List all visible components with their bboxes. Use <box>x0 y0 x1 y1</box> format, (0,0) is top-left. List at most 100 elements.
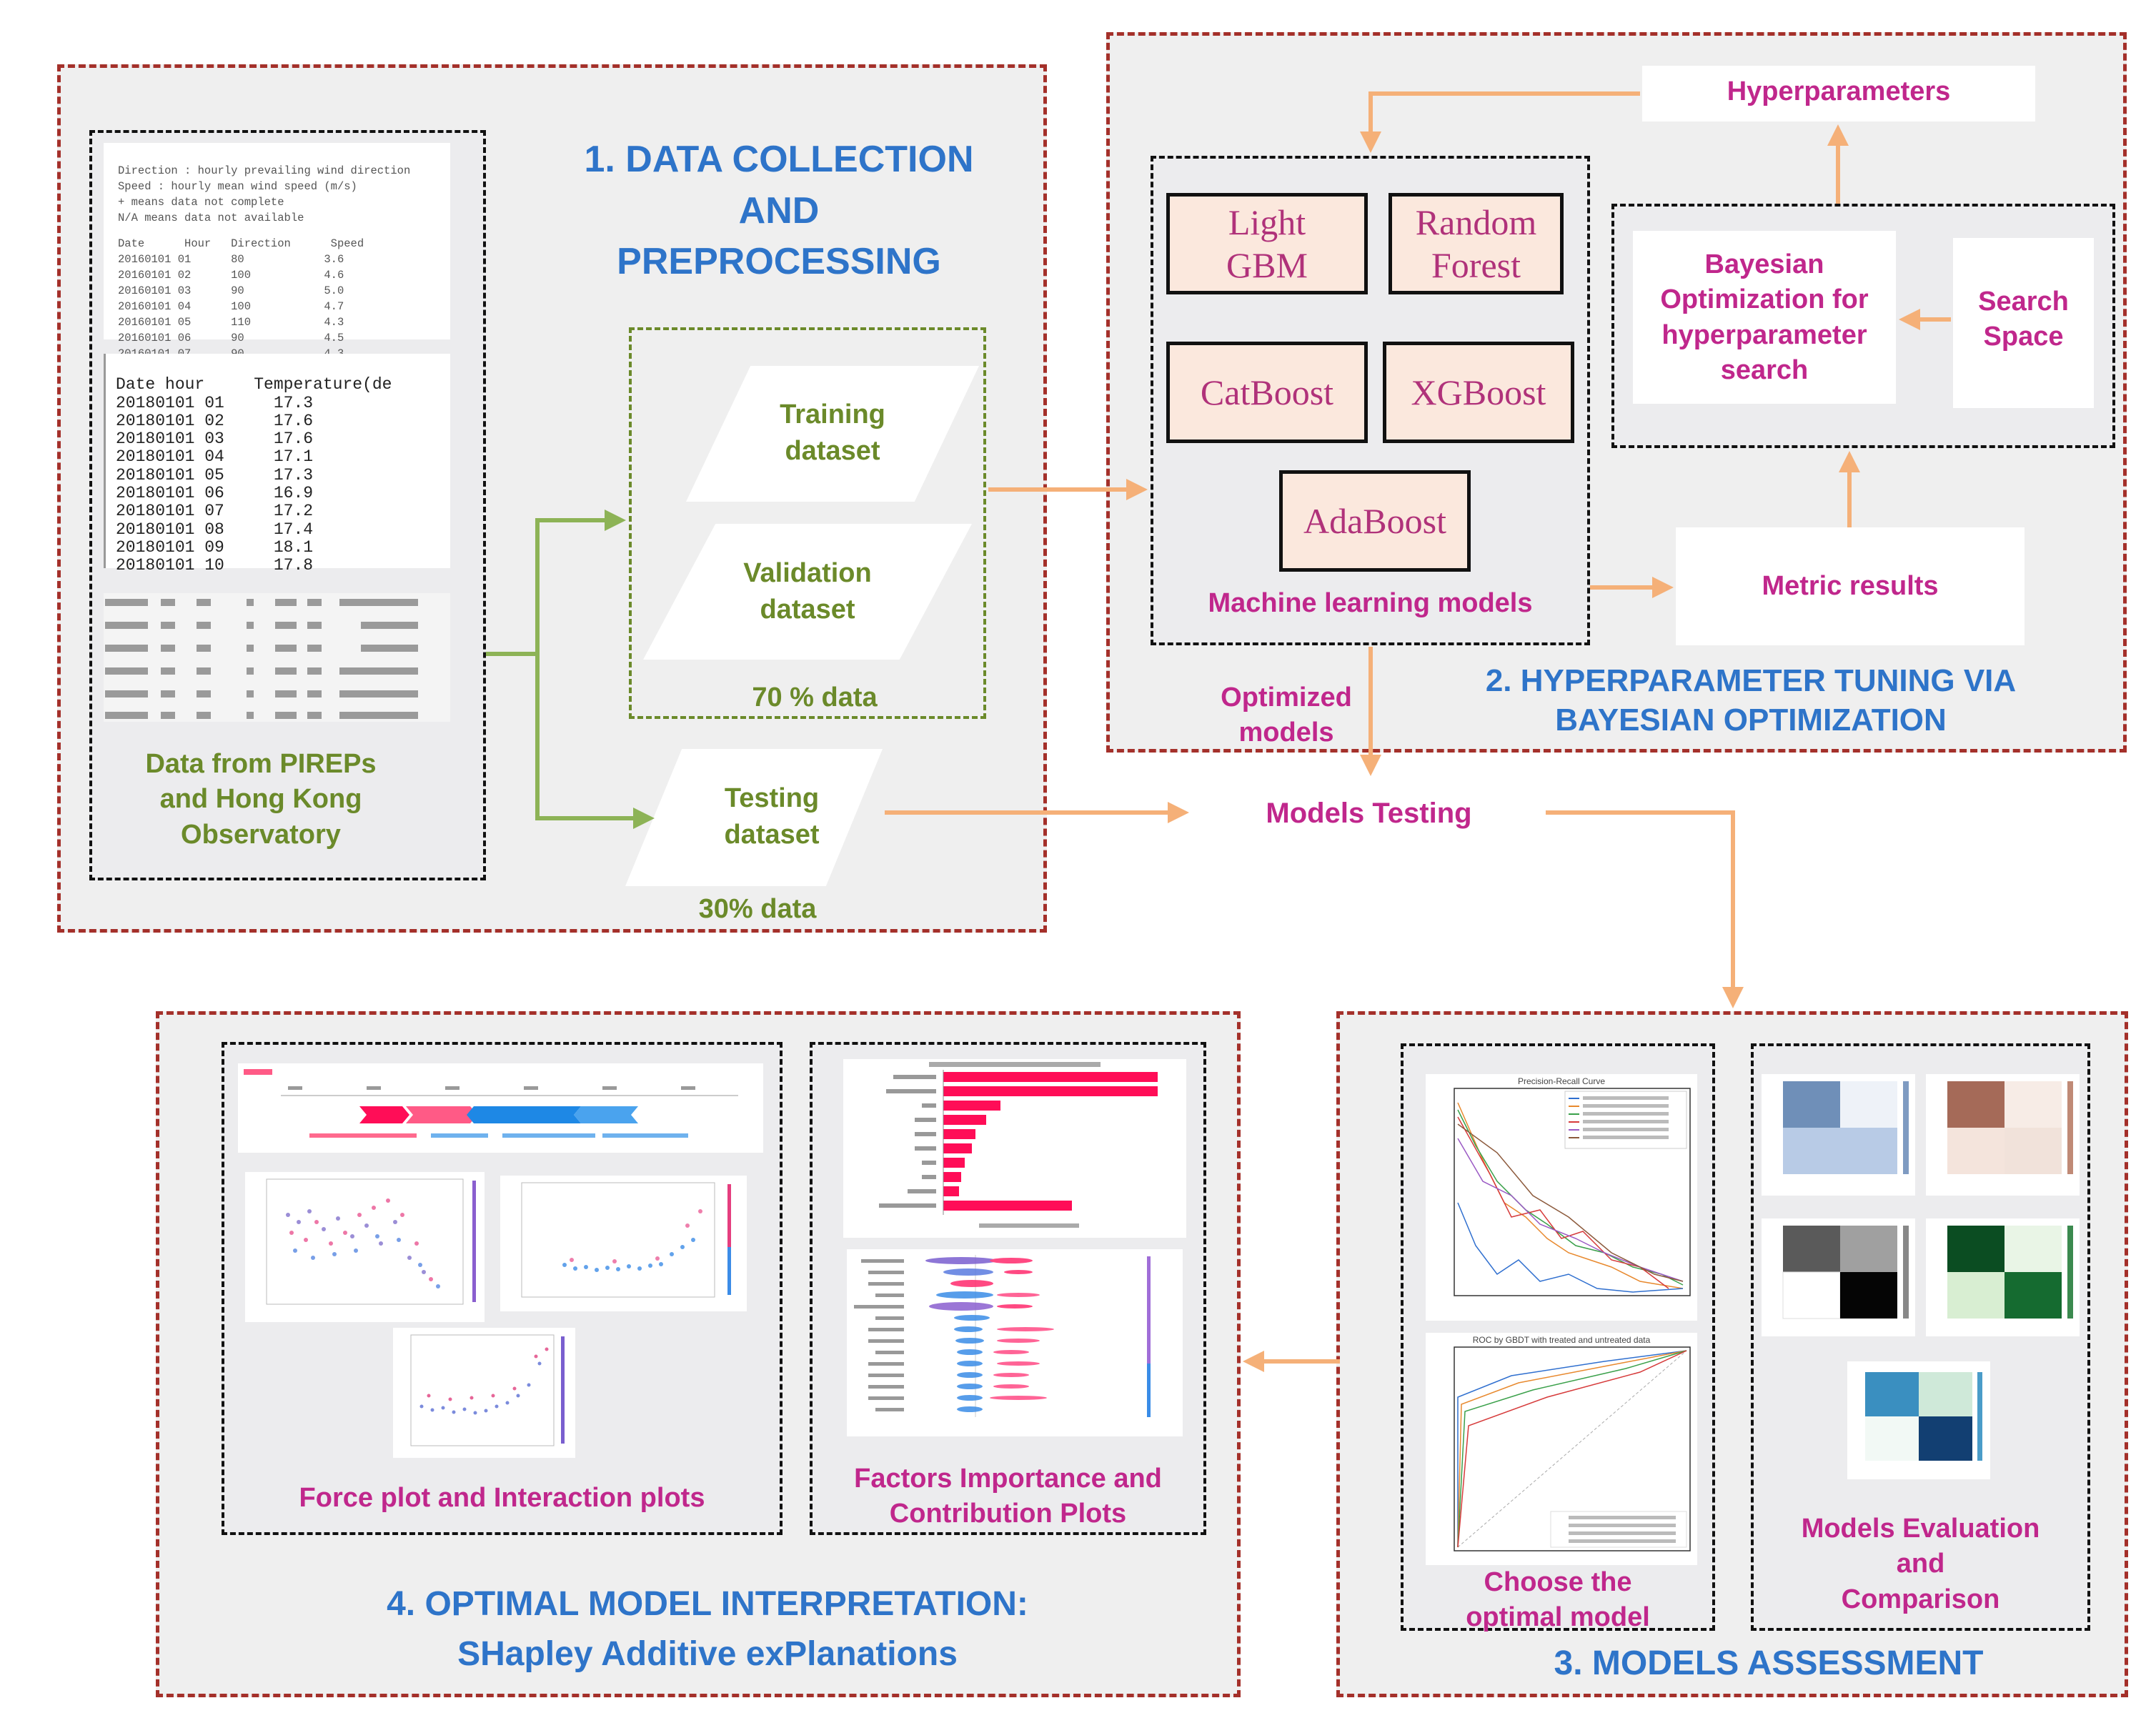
choose-line1: Choose the <box>1484 1567 1632 1597</box>
choose-line2: optimal model <box>1466 1602 1650 1633</box>
split-arrows <box>486 510 655 829</box>
confusion-matrix-teal <box>1847 1361 1990 1479</box>
eval-line2: and <box>1896 1549 1945 1579</box>
data-caption-line3: Observatory <box>181 819 341 850</box>
validation-dataset-label: Validation dataset <box>715 555 900 629</box>
section1-title-line3: PREPROCESSING <box>617 241 941 283</box>
section4-title: 4. OPTIMAL MODEL INTERPRETATION: SHapley… <box>214 1579 1201 1679</box>
bayes-line3: hyperparameter <box>1661 319 1867 350</box>
shap-global-importance-plot <box>843 1059 1186 1238</box>
temp-row: 20180101 09 18.1 <box>116 537 314 557</box>
model-lightgbm: Light GBM <box>1166 193 1368 294</box>
metric-results-node <box>1676 527 2025 645</box>
testing-line1: Testing <box>724 783 820 813</box>
section3-title: 3. MODELS ASSESSMENT <box>1554 1644 1984 1682</box>
data-caption-line1: Data from PIREPs <box>145 749 377 779</box>
arrow-hyperparameters-to-models <box>1360 91 1640 153</box>
factors-line1: Factors Importance and <box>854 1464 1162 1494</box>
roc-curve-graphic: ROC by GBDT with treated and untreated d… <box>1454 1335 1691 1551</box>
temp-row: 20180101 02 17.6 <box>116 411 314 430</box>
eval-line1: Models Evaluation <box>1801 1514 2040 1544</box>
section4-title-line1: 4. OPTIMAL MODEL INTERPRETATION: <box>387 1585 1028 1623</box>
search-space-node <box>1953 238 2094 408</box>
legend-line-1: Direction : hourly prevailing wind direc… <box>118 164 411 177</box>
model-adaboost: AdaBoost <box>1279 470 1471 572</box>
temp-row: 20180101 10 17.8 <box>116 556 314 575</box>
optimized-line2: models <box>1238 717 1334 748</box>
temp-row: 20180101 01 17.3 <box>116 393 314 412</box>
search-space-line1: Search <box>1978 287 2069 317</box>
testing-dataset-label: Testing dataset <box>686 780 858 854</box>
eval-line3: Comparison <box>1841 1584 2000 1614</box>
hyperparameters-node <box>1642 66 2035 121</box>
confusion-matrix-blue <box>1762 1074 1915 1196</box>
bayesian-label: Bayesian Optimization for hyperparameter… <box>1633 247 1896 389</box>
bayes-line2: Optimization for <box>1660 284 1869 315</box>
pirep-data-thumbnail <box>104 593 450 722</box>
arrow-testing-to-assessment <box>1546 810 1744 1008</box>
optimized-line1: Optimized <box>1221 682 1352 712</box>
validation-line1: Validation <box>743 558 872 588</box>
testing-line2: dataset <box>724 820 820 850</box>
section1-title: 1. DATA COLLECTION AND PREPROCESSING <box>557 136 1000 287</box>
data-source-caption: Data from PIREPs and Hong Kong Observato… <box>100 747 422 853</box>
data-caption-line2: and Hong Kong <box>159 784 362 815</box>
beeswarm-graphic <box>854 1255 1151 1417</box>
confusion-matrix-brown <box>1926 1074 2080 1196</box>
temp-header: Date hour Temperature(de <box>116 375 392 394</box>
model-random-forest: Random Forest <box>1389 193 1564 294</box>
train-validation-split-box <box>629 327 986 719</box>
dependence-plot-1-graphic <box>266 1178 476 1305</box>
search-space-line2: Space <box>1983 322 2064 352</box>
section2-title-line1: 2. HYPERPARAMETER TUNING VIA <box>1485 663 2017 698</box>
section2-title-line2: BAYESIAN OPTIMIZATION <box>1555 702 1947 738</box>
training-dataset-label: Training dataset <box>743 397 922 470</box>
wind-row: 20160101 02 100 4.6 <box>118 269 344 282</box>
svg-text:Precision-Recall Curve: Precision-Recall Curve <box>1518 1076 1605 1086</box>
validation-line2: dataset <box>760 595 855 625</box>
temp-row: 20180101 06 16.9 <box>116 484 314 503</box>
models-testing-label: Models Testing <box>1266 798 1472 829</box>
wind-row: 20160101 04 100 4.7 <box>118 300 344 313</box>
temp-row: 20180101 03 17.6 <box>116 429 314 449</box>
section4-title-line2: SHapley Additive exPlanations <box>457 1634 958 1673</box>
dependence-plot-2-graphic <box>521 1182 731 1298</box>
section1-title-line2: AND <box>738 189 820 232</box>
shap-force-plot <box>238 1063 763 1153</box>
wind-header: Date Hour Direction Speed <box>118 237 364 250</box>
dependence-plot-3-graphic <box>410 1334 565 1446</box>
shap-summary-beeswarm-plot <box>847 1249 1183 1436</box>
legend-line-3: + means data not complete <box>118 196 284 209</box>
precision-recall-plot: Precision-Recall Curve <box>1426 1074 1697 1321</box>
bayesian-node <box>1633 231 1896 404</box>
roc-curve-plot: ROC by GBDT with treated and untreated d… <box>1426 1333 1697 1565</box>
training-line2: dataset <box>785 436 880 467</box>
temp-row: 20180101 04 17.1 <box>116 447 314 467</box>
shap-dependence-plot-wind <box>500 1176 747 1311</box>
force-interaction-caption: Force plot and Interaction plots <box>299 1483 705 1513</box>
models-testing-node <box>1192 779 1546 847</box>
wind-row: 20160101 06 90 4.5 <box>118 332 344 344</box>
optimized-models-label: Optimized models <box>1179 680 1394 751</box>
legend-line-4: N/A means data not available <box>118 212 304 224</box>
legend-line-2: Speed : hourly mean wind speed (m/s) <box>118 180 357 193</box>
pirep-rows-graphic <box>105 599 418 719</box>
force-plot-graphic <box>244 1069 738 1138</box>
svg-text:ROC by GBDT with treated and u: ROC by GBDT with treated and untreated d… <box>1473 1335 1651 1345</box>
bayes-line4: search <box>1720 355 1809 386</box>
hyperparameters-label: Hyperparameters <box>1727 76 1951 106</box>
confusion-matrix-green <box>1926 1218 2080 1336</box>
importance-bars-graphic <box>879 1062 1158 1228</box>
factors-line2: Contribution Plots <box>889 1499 1127 1529</box>
precision-recall-graphic: Precision-Recall Curve <box>1454 1076 1691 1296</box>
model-catboost: CatBoost <box>1166 342 1368 443</box>
split-30-caption: 30% data <box>698 894 817 924</box>
training-line1: Training <box>780 399 885 429</box>
shap-dependence-plot-third <box>393 1328 575 1458</box>
temp-row: 20180101 05 17.3 <box>116 465 314 485</box>
temp-row: 20180101 07 17.2 <box>116 502 314 521</box>
ml-models-caption: Machine learning models <box>1208 588 1533 618</box>
factors-importance-caption: Factors Importance and Contribution Plot… <box>810 1461 1206 1532</box>
choose-optimal-caption: Choose the optimal model <box>1401 1565 1715 1636</box>
